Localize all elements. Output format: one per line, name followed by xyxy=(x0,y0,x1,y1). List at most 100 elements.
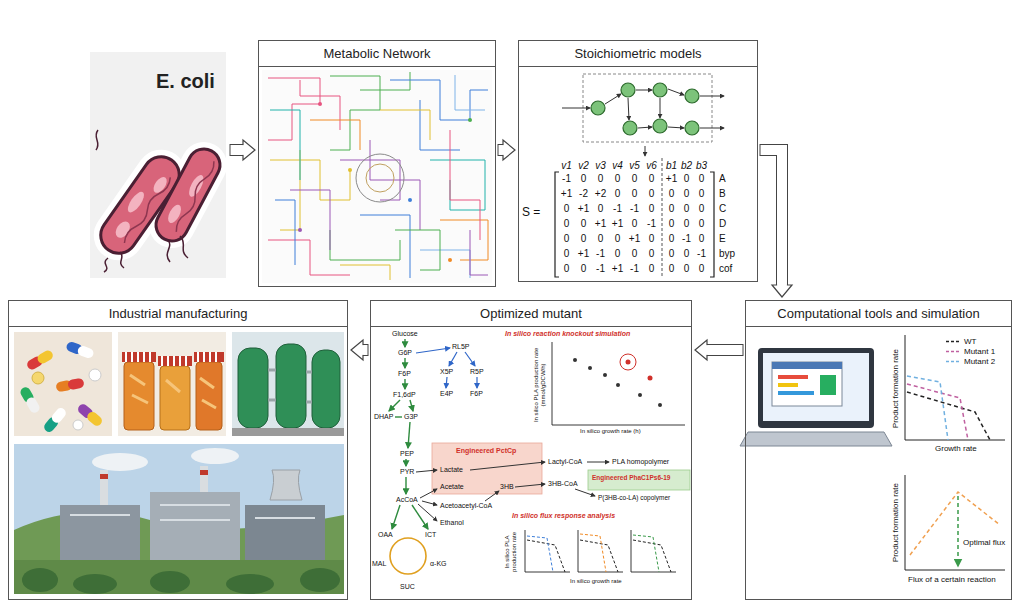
axis-label: Product formation rate xyxy=(890,483,899,562)
tanks-photo-shape xyxy=(268,370,312,402)
metabolic-map-shape xyxy=(420,100,460,150)
matrix-cell: +1 xyxy=(575,203,592,215)
matrix-cell: 0 xyxy=(575,218,592,230)
stoichiometric-graph-shape xyxy=(662,158,663,277)
pathway-map-shape-shape xyxy=(410,400,413,411)
bacteria-illustration-shape-shape xyxy=(174,160,217,233)
factory-photo xyxy=(14,444,344,594)
matrix-cell: 0 xyxy=(679,188,694,200)
metabolic-map-shape xyxy=(270,160,350,200)
pathway-map-shape-shape xyxy=(616,383,620,387)
annotation: Optimal flux xyxy=(963,538,1005,547)
matrix-cell: 0 xyxy=(558,248,575,260)
computer-illustration xyxy=(740,348,892,446)
metabolite-label: Acetate xyxy=(440,483,464,491)
line-chart-shape xyxy=(907,384,968,440)
stoichiometric-graph-shape-shape xyxy=(638,127,652,128)
jars-photo-shape xyxy=(130,375,216,408)
matrix-header: b2 xyxy=(679,160,694,172)
line-chart-shape xyxy=(946,351,960,353)
arrow-head xyxy=(772,285,792,297)
enzyme-label: Engineered PctCp xyxy=(456,447,516,455)
jars-photo xyxy=(118,332,226,436)
bacteria-illustration-shape-shape xyxy=(125,189,147,214)
matrix-cell: +1 xyxy=(575,248,592,260)
bacteria-illustration xyxy=(90,52,226,278)
block-arrow xyxy=(695,340,743,360)
chart-title: In silico reaction knockout simulation xyxy=(505,330,630,338)
panel-title: Metabolic Network xyxy=(324,46,431,61)
matrix-header: v4 xyxy=(609,160,626,172)
matrix-cell: 0 xyxy=(626,173,643,185)
matrix-cell: 0 xyxy=(558,203,575,215)
matrix-cell: 0 xyxy=(679,248,694,260)
matrix-cell: 0 xyxy=(694,203,709,215)
factory-photo-shape xyxy=(70,505,315,520)
arrow-tail xyxy=(743,344,744,356)
pathway-map-shape xyxy=(416,348,477,388)
matrix-cell: +1 xyxy=(626,233,643,245)
matrix-cell: 0 xyxy=(643,203,660,215)
bacteria-illustration-shape xyxy=(167,240,170,262)
pills-photo-shape-shape xyxy=(85,410,104,428)
stoichiometric-graph-shape-shape xyxy=(700,96,724,97)
matrix-cell: -1 xyxy=(558,173,575,185)
pathway-map-shape xyxy=(527,540,565,572)
tanks-photo-shape xyxy=(276,344,306,428)
pills-photo-shape-shape xyxy=(50,406,68,425)
metabolic-map-shape xyxy=(356,154,404,202)
axis-label: Flux of a certain reaction xyxy=(908,575,996,584)
pills-photo-shape xyxy=(32,372,44,384)
jars-photo-shape xyxy=(196,362,222,430)
pathway-map-shape xyxy=(648,376,653,381)
factory-photo-shape xyxy=(226,574,274,594)
pathway-map-shape-shape xyxy=(638,393,642,397)
stoichiometric-graph xyxy=(555,74,724,277)
factory-photo-shape xyxy=(60,505,140,560)
arrow-fill xyxy=(707,345,743,355)
matrix-header: v3 xyxy=(592,160,609,172)
pills-photo-shape xyxy=(25,349,54,372)
matrix-cell: 0 xyxy=(643,248,660,260)
tanks-photo-shape xyxy=(232,332,344,436)
metabolite-label: 3HB xyxy=(500,483,514,491)
product-label: PLA homopolymer xyxy=(612,458,669,466)
stoichiometric-graph-shape-shape xyxy=(653,83,667,97)
stoichiometric-graph-shape-shape xyxy=(700,128,724,129)
pathway-map xyxy=(389,339,690,574)
matrix-cell: +1 xyxy=(664,173,679,185)
metabolite-label: Lactate xyxy=(440,466,463,474)
stoichiometric-graph-shape-shape xyxy=(668,89,684,95)
matrix-cell: 0 xyxy=(643,263,660,275)
matrix-cell: +1 xyxy=(592,218,609,230)
stoichiometric-graph-shape-shape xyxy=(628,98,629,120)
pathway-map-shape xyxy=(620,354,636,370)
flux-chart-shape xyxy=(957,496,959,566)
pathway-map-shape xyxy=(578,530,623,572)
tanks-photo-shape xyxy=(232,428,344,436)
matrix-cell: 0 xyxy=(643,233,660,245)
matrix-cell: 0 xyxy=(558,263,575,275)
factory-photo-shape xyxy=(300,568,340,592)
metabolic-map-shape xyxy=(268,78,320,140)
panel-title: Industrial manufacturing xyxy=(109,306,248,321)
metabolite-label: RL5P xyxy=(452,343,470,351)
line-chart-shape xyxy=(905,335,1005,440)
pathway-map-shape-shape xyxy=(418,504,437,521)
metabolite-label: X5P xyxy=(440,368,453,376)
metabolite-label: G6P xyxy=(398,349,412,357)
metabolic-map-shape xyxy=(298,228,302,232)
metabolite-label: F6P xyxy=(398,370,411,378)
metabolite-label: 3HB-CoA xyxy=(548,480,578,488)
stoichiometric-graph-shape-shape xyxy=(685,121,699,135)
factory-photo-shape xyxy=(100,474,108,479)
pills-photo-shape xyxy=(73,420,83,430)
chart-title: In silico flux response analysis xyxy=(512,512,615,520)
factory-photo-shape xyxy=(200,466,208,496)
pathway-map-shape-shape xyxy=(389,400,400,411)
matrix-cell: -1 xyxy=(643,218,660,230)
arrow-head xyxy=(695,340,707,360)
pathway-map-shape xyxy=(626,360,631,365)
bacteria-illustration-shape-shape xyxy=(186,173,206,199)
panel-header: Optimized mutant xyxy=(371,301,691,327)
